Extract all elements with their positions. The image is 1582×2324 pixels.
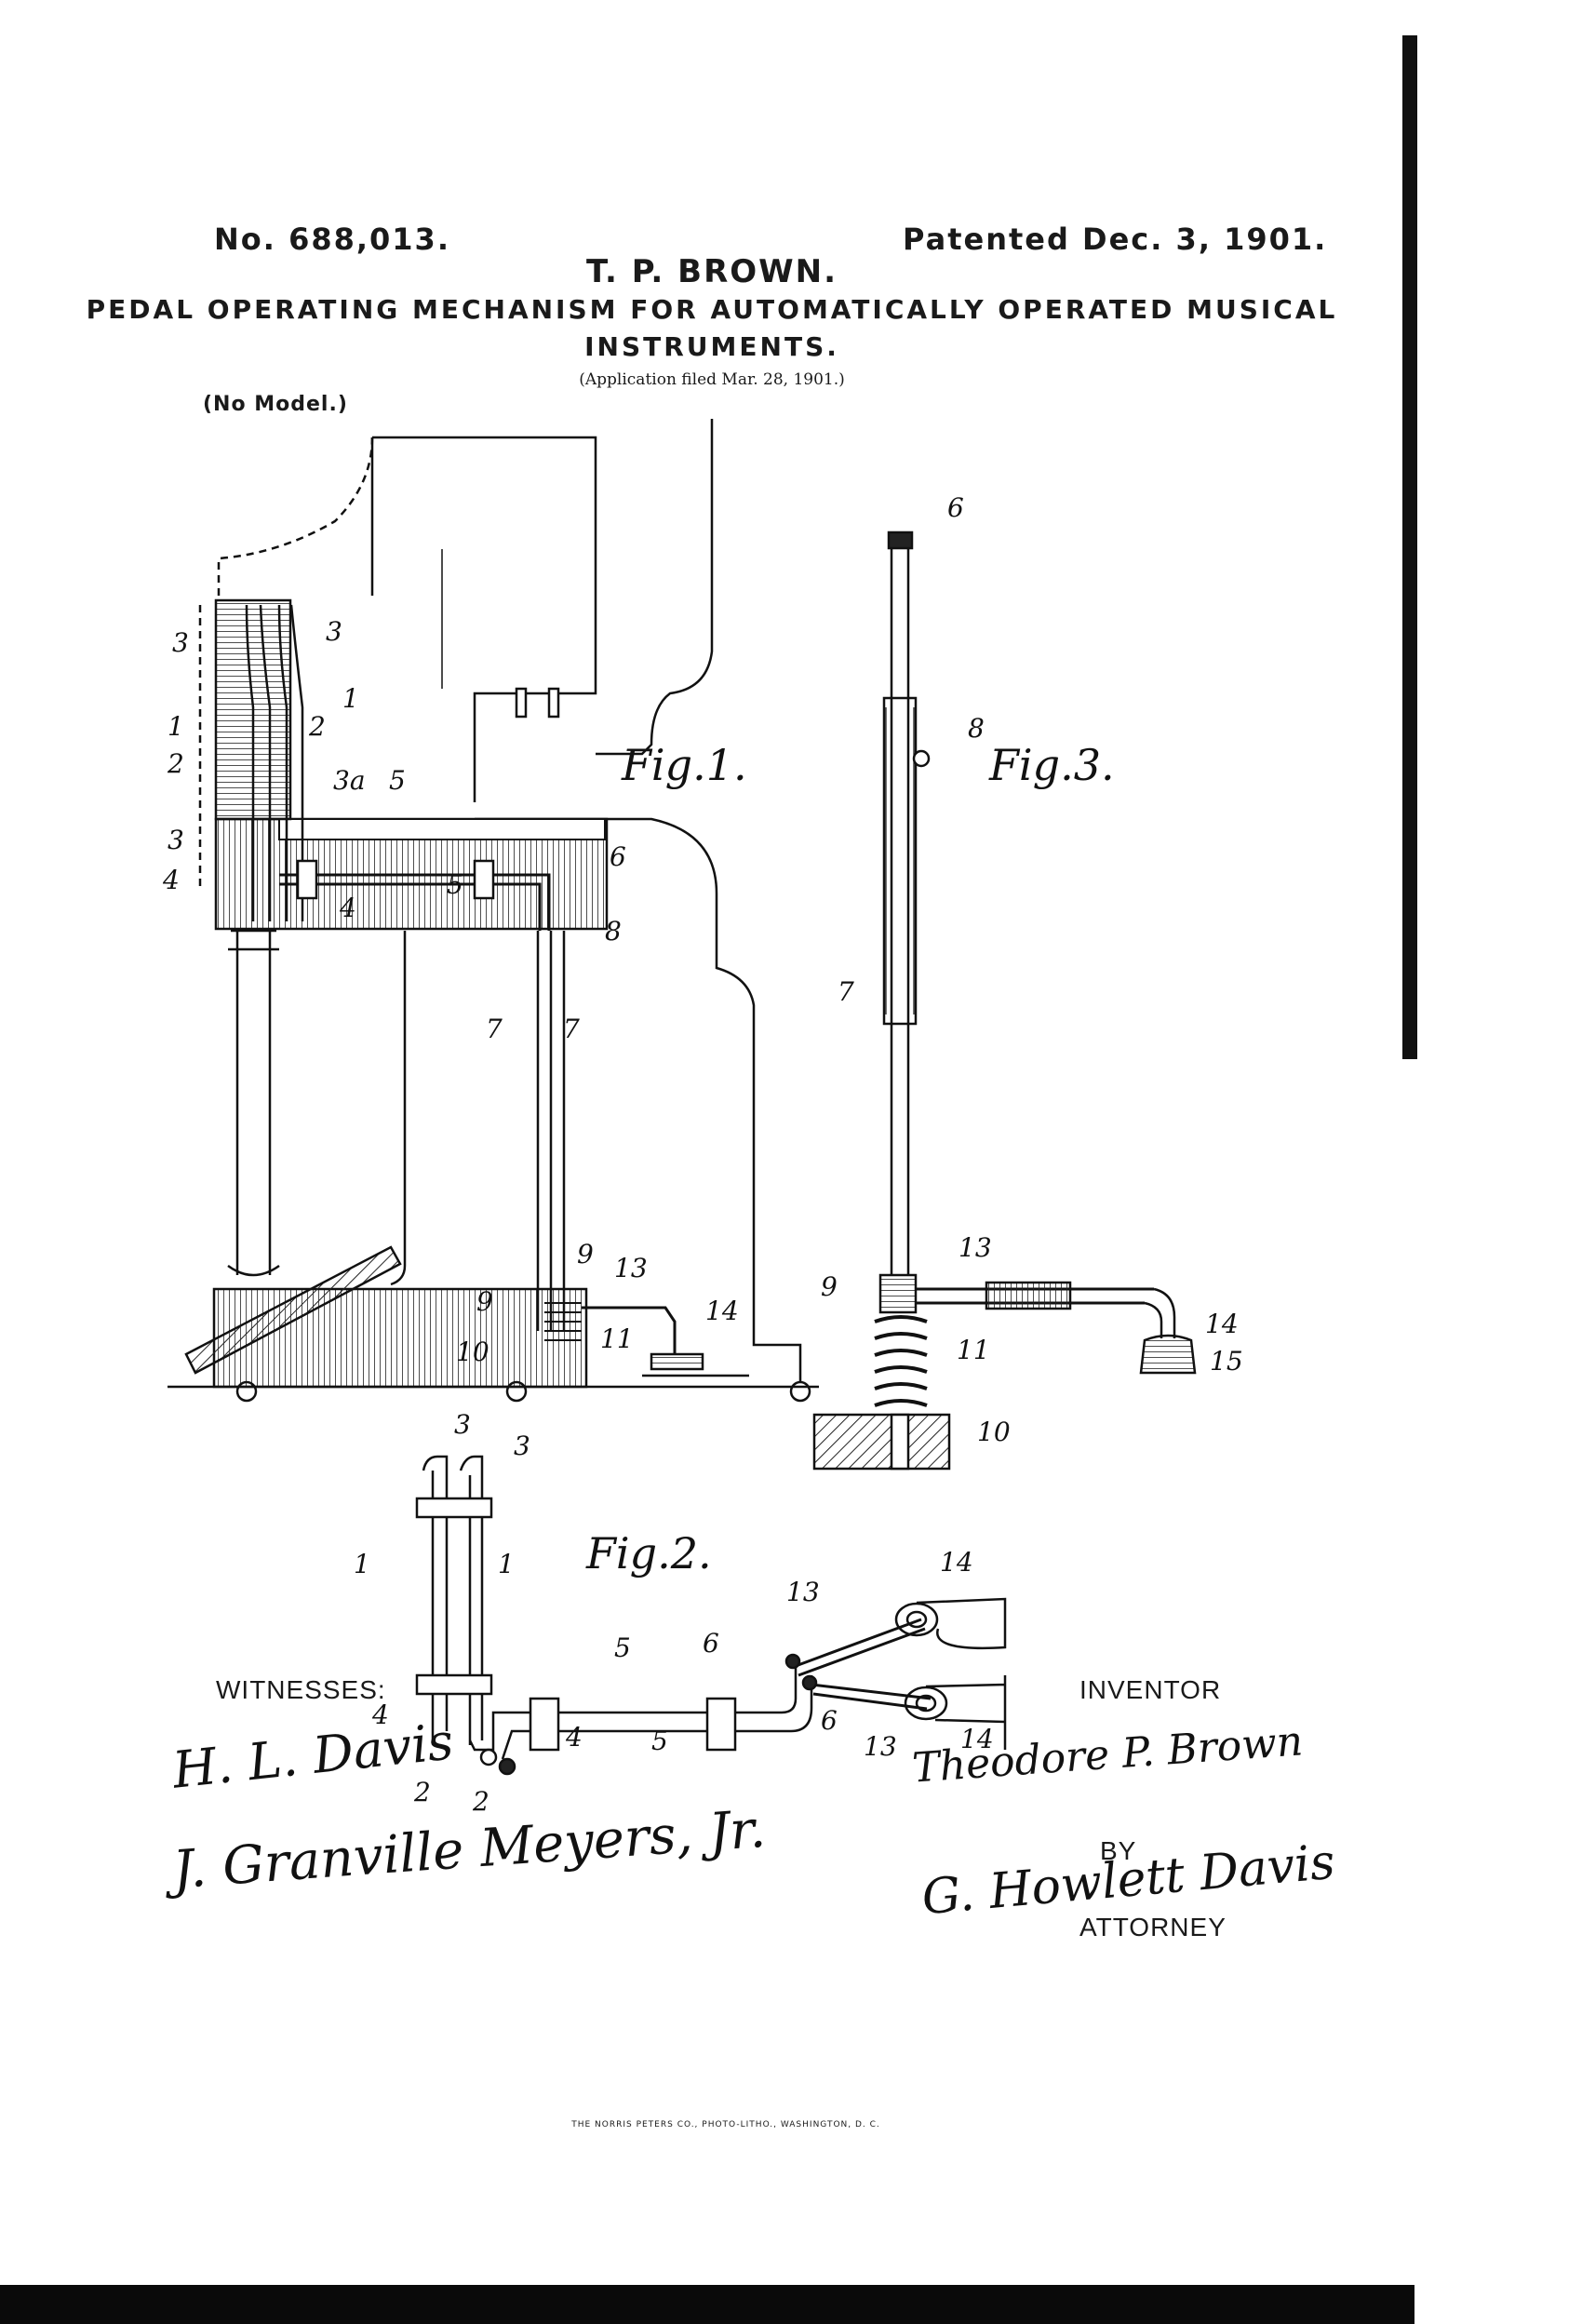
fig2-ref-5-top: 5 <box>614 1632 631 1663</box>
fig3-ref-9: 9 <box>821 1271 838 1302</box>
fig1-ref-11: 11 <box>600 1323 634 1354</box>
fig2-ref-6-top: 6 <box>703 1628 719 1659</box>
fig1-ref-10: 10 <box>456 1337 489 1367</box>
fig1-ref-6: 6 <box>610 841 626 872</box>
scan-edge-bottom <box>0 2285 1414 2324</box>
fig1-ref-8: 8 <box>605 916 622 947</box>
fig3-ref-15: 15 <box>1210 1346 1243 1377</box>
fig1-ref-13: 13 <box>614 1253 648 1283</box>
fig1-ref-7-left: 7 <box>486 1014 503 1044</box>
patent-title-line1: PEDAL OPERATING MECHANISM FOR AUTOMATICA… <box>86 294 1338 325</box>
fig3-ref-7: 7 <box>838 976 854 1007</box>
patent-title-line2: INSTRUMENTS. <box>584 331 839 362</box>
fig2-ref-5-low: 5 <box>651 1726 668 1756</box>
fig1-ref-1-left: 1 <box>168 711 184 742</box>
fig1-ref-9-low: 9 <box>476 1286 493 1317</box>
fig3-ref-10: 10 <box>977 1417 1011 1447</box>
by-label: BY <box>1100 1836 1137 1865</box>
fig2-ref-13-low: 13 <box>864 1731 897 1762</box>
fig1-ref-2-left: 2 <box>167 748 184 779</box>
patent-date: Patented Dec. 3, 1901. <box>903 222 1328 257</box>
printer-imprint: THE NORRIS PETERS CO., PHOTO-LITHO., WAS… <box>571 2120 880 2129</box>
fig3-drawing <box>812 531 1197 1471</box>
scan-edge-right <box>1402 35 1417 1059</box>
fig2-ref-2-right: 2 <box>472 1786 489 1817</box>
fig1-ref-3-left: 3 <box>172 627 189 658</box>
fig1-ref-3a: 3a <box>333 765 366 796</box>
patent-number: No. 688,013. <box>214 222 450 257</box>
fig1-ref-3-lower: 3 <box>168 825 184 855</box>
fig1-drawing <box>168 419 819 1403</box>
fig1-ref-5-mid: 5 <box>447 869 463 900</box>
fig2-ref-1-right: 1 <box>498 1549 515 1579</box>
fig3-caption: Fig.3. <box>988 740 1115 790</box>
fig2-ref-2-left: 2 <box>413 1777 431 1807</box>
fig2-drawing <box>415 1455 1007 1776</box>
fig2-ref-1-left: 1 <box>354 1549 370 1579</box>
fig1-ref-7-right: 7 <box>563 1014 580 1044</box>
fig2-ref-13-top: 13 <box>786 1577 820 1607</box>
fig3-ref-11: 11 <box>957 1335 990 1365</box>
fig1-ref-9-top: 9 <box>577 1239 594 1269</box>
fig2-ref-6-low: 6 <box>821 1705 838 1736</box>
fig2-ref-3-right: 3 <box>514 1431 530 1461</box>
fig1-ref-3-right: 3 <box>326 616 342 647</box>
fig2-ref-14-low: 14 <box>960 1724 994 1754</box>
fig3-ref-6: 6 <box>947 492 964 523</box>
attorney-label: ATTORNEY <box>1079 1913 1227 1941</box>
fig3-ref-8: 8 <box>968 713 985 744</box>
fig3-ref-14: 14 <box>1205 1309 1239 1339</box>
fig1-caption: Fig.1. <box>621 740 747 790</box>
fig1-ref-2-right: 2 <box>308 711 326 742</box>
fig2-caption: Fig.2. <box>585 1528 712 1578</box>
inventor-label: INVENTOR <box>1079 1675 1222 1704</box>
fig1-ref-4-mid: 4 <box>339 893 356 923</box>
fig3-ref-13: 13 <box>959 1232 992 1263</box>
application-filed: (Application filed Mar. 28, 1901.) <box>579 370 845 389</box>
fig1-ref-5-top: 5 <box>389 765 406 796</box>
fig2-ref-3-left: 3 <box>454 1409 471 1440</box>
fig1-ref-14: 14 <box>705 1296 739 1326</box>
fig2-ref-4-right: 4 <box>565 1722 583 1753</box>
fig1-ref-1-right: 1 <box>342 683 359 714</box>
inventor-name: T. P. BROWN. <box>585 253 838 290</box>
no-model-note: (No Model.) <box>203 393 348 416</box>
fig2-ref-14-top: 14 <box>940 1547 973 1578</box>
witnesses-label: WITNESSES: <box>216 1675 386 1704</box>
fig1-ref-4-left: 4 <box>162 865 180 895</box>
fig2-ref-4-left: 4 <box>371 1699 389 1730</box>
